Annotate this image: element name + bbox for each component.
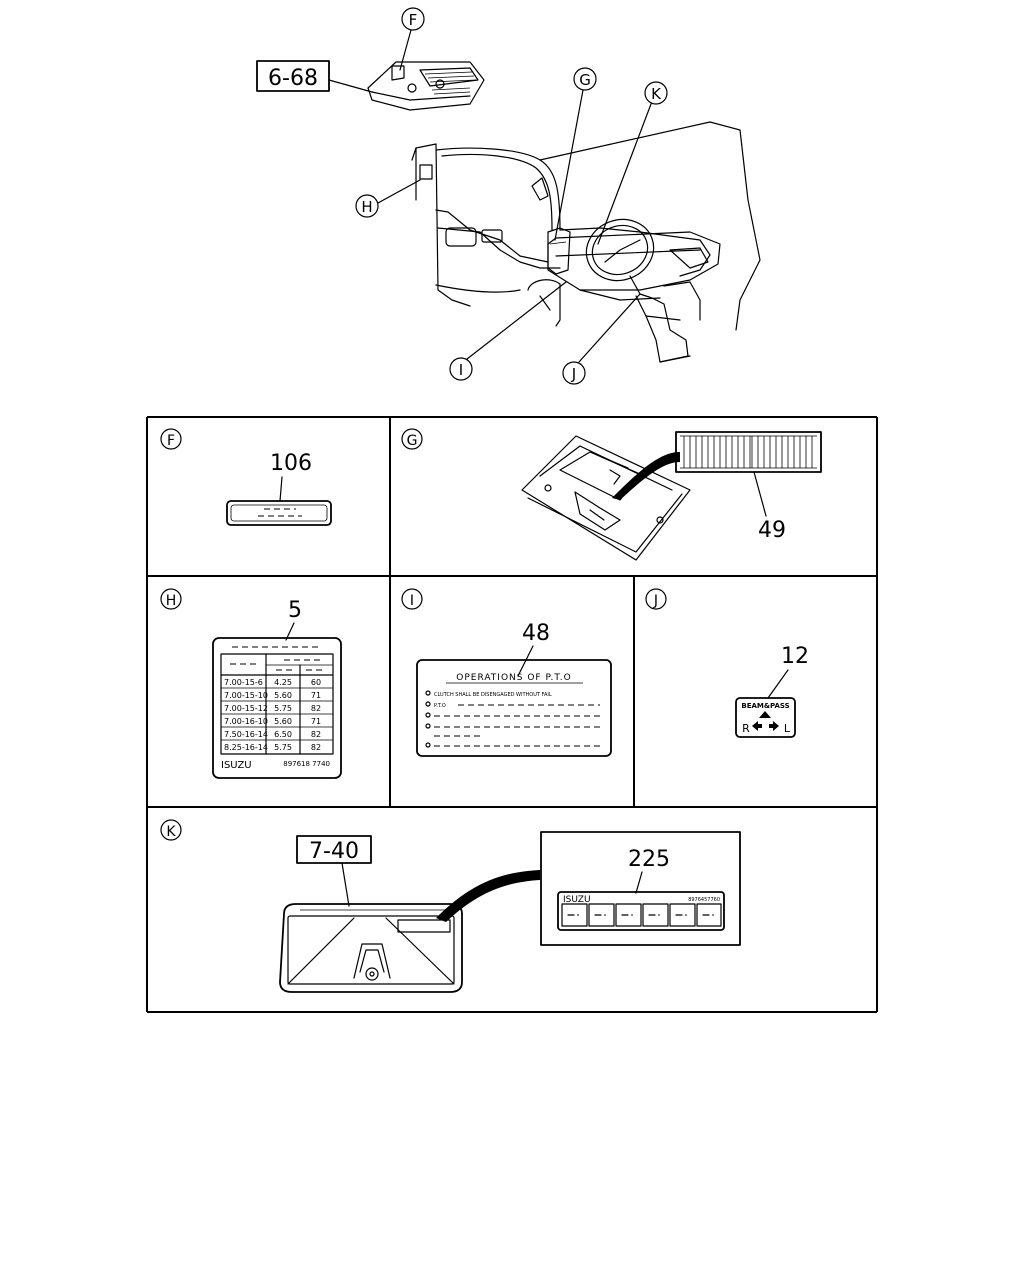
h-row-5-press: 6.50 xyxy=(274,730,292,739)
h-row-5-load: 82 xyxy=(311,730,321,739)
label-f xyxy=(226,500,332,526)
cell-j: J 12 BEAM&PASS R L xyxy=(645,588,809,738)
i-line-1: CLUTCH SHALL BE DISENGAGED WITHOUT FAIL xyxy=(434,692,552,698)
detail-grid xyxy=(146,416,878,1013)
callout-top-k: K xyxy=(651,85,662,103)
callout-top-f: F xyxy=(409,11,418,29)
cell-g-letter: G xyxy=(407,433,418,449)
callout-top-j: J xyxy=(571,365,576,383)
h-row-6-size: 8.25-16-14 xyxy=(224,743,268,752)
h-row-3-load: 82 xyxy=(311,704,321,713)
h-row-2-load: 71 xyxy=(311,691,321,700)
j-right-arrow-icon xyxy=(769,721,779,731)
h-row-3-size: 7.00-15-12 xyxy=(224,704,268,713)
h-row-5-size: 7.50-16-14 xyxy=(224,730,268,739)
ref-7-40: 7-40 xyxy=(309,839,359,864)
part-number-h: 5 xyxy=(288,598,302,623)
j-up-arrow-icon xyxy=(759,711,771,718)
cell-g: G xyxy=(401,428,822,561)
cell-k-letter: K xyxy=(166,824,176,840)
cab-illustration: 6-68 F G K H xyxy=(256,7,761,385)
h-row-2-size: 7.00-15-10 xyxy=(224,691,268,700)
j-left-arrow-icon xyxy=(752,721,762,731)
h-brand: ISUZU xyxy=(221,760,252,771)
cell-f: F 106 xyxy=(160,428,332,526)
ref-box-7-40 xyxy=(296,835,372,864)
callout-top-i: I xyxy=(459,361,463,379)
ref-box-6-68 xyxy=(256,60,330,92)
label-k xyxy=(557,891,725,931)
cell-h: H 5 7.00-15-6 4.25 60 7.00-15-10 5.60 xyxy=(160,588,342,779)
callout-top-h: H xyxy=(361,198,372,216)
cell-k: K 7-40 225 ISUZU 8976457760 xyxy=(160,819,741,993)
k-brand: ISUZU xyxy=(563,895,591,905)
g-pointer xyxy=(612,452,680,500)
part-number-f: 106 xyxy=(270,451,312,476)
h-row-1-size: 7.00-15-6 xyxy=(224,678,263,687)
i-line-2: P.T.O xyxy=(434,703,446,709)
roof-lamp xyxy=(367,61,485,111)
label-j xyxy=(735,697,796,738)
ref-6-68: 6-68 xyxy=(268,66,318,91)
j-right: L xyxy=(784,722,791,735)
label-i xyxy=(416,659,612,757)
h-label-location xyxy=(419,164,433,180)
i-title: OPERATIONS OF P.T.O xyxy=(456,673,571,683)
j-left: R xyxy=(742,722,750,735)
h-row-6-press: 5.75 xyxy=(274,743,292,752)
callout-top-g: G xyxy=(579,71,591,89)
k-pointer xyxy=(436,870,540,922)
part-number-k: 225 xyxy=(628,847,670,872)
label-g xyxy=(675,431,822,473)
glove-box xyxy=(521,435,691,561)
h-row-2-press: 5.60 xyxy=(274,691,292,700)
label-h xyxy=(212,637,342,779)
cell-i-letter: I xyxy=(410,593,414,609)
h-code: 897618 7740 xyxy=(283,760,330,768)
h-row-3-press: 5.75 xyxy=(274,704,292,713)
label-h-table: 7.00-15-6 4.25 60 7.00-15-10 5.60 71 7.0… xyxy=(220,653,334,755)
h-row-6-load: 82 xyxy=(311,743,321,752)
h-row-4-load: 71 xyxy=(311,717,321,726)
h-row-1-load: 60 xyxy=(311,678,321,687)
h-row-1-press: 4.25 xyxy=(274,678,292,687)
k-fuse-slots xyxy=(561,903,722,927)
j-title: BEAM&PASS xyxy=(741,702,789,710)
part-number-i: 48 xyxy=(522,621,550,646)
h-row-4-size: 7.00-16-10 xyxy=(224,717,268,726)
cell-f-letter: F xyxy=(167,433,175,449)
part-number-g: 49 xyxy=(758,518,786,543)
overhead-console xyxy=(279,903,463,993)
cell-i: I 48 OPERATIONS OF P.T.O CLUTCH SHALL BE… xyxy=(401,588,612,757)
cell-h-letter: H xyxy=(166,593,177,609)
k-code: 8976457760 xyxy=(688,897,720,903)
detail-box-k xyxy=(540,831,741,946)
h-row-4-press: 5.60 xyxy=(274,717,292,726)
cell-j-letter: J xyxy=(653,593,658,609)
part-number-j: 12 xyxy=(781,644,809,669)
